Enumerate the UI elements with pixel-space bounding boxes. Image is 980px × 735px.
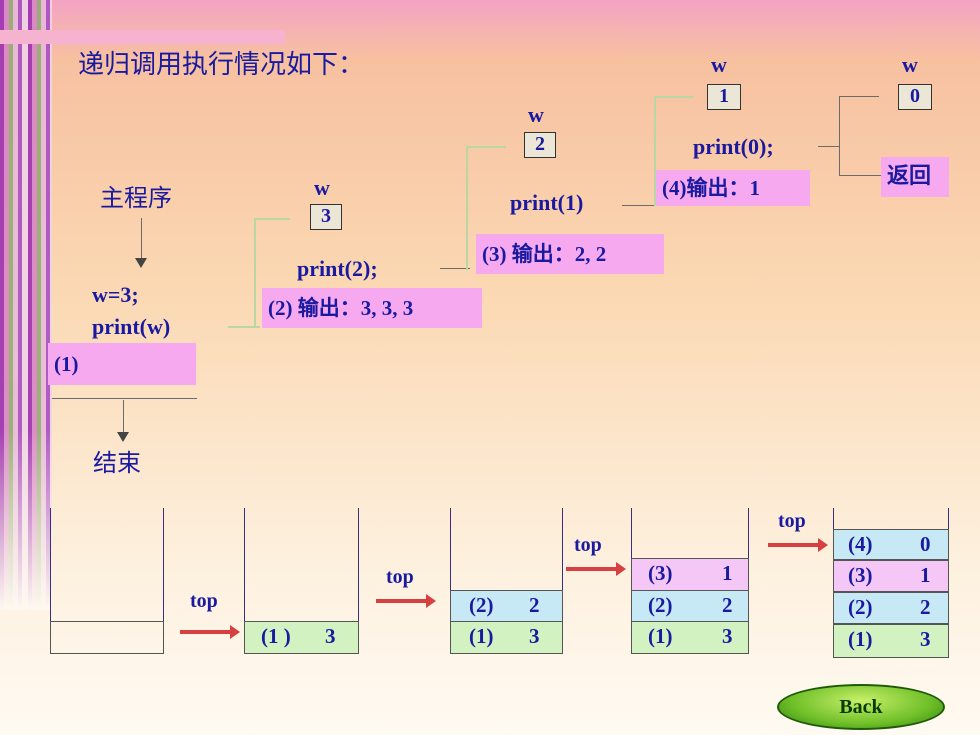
frame1-output: (2) 输出：3, 3, 3 [262,288,482,328]
stack1-top-label: top [190,590,218,612]
frame1-call: print(2); [297,256,378,281]
frame1-var: w [314,175,330,200]
frame2-call: print(1) [510,190,584,215]
connector [254,218,290,220]
code-assign-w: w=3; [92,282,139,307]
flow-line [123,400,124,434]
top-arrow-icon [376,594,436,608]
stack5-cell: (2) 2 [833,592,949,624]
connector [622,205,658,206]
divider-line [52,398,197,399]
connector [654,96,656,206]
connector [839,96,840,176]
back-button[interactable]: Back [777,684,945,730]
frame3-var: w [711,52,727,77]
stack2-cell: (1 ) 3 [244,621,359,654]
flow-line [141,218,142,262]
page-title: 递归调用执行情况如下： [78,50,365,80]
top-arrow-icon [566,562,626,576]
connector [228,326,260,328]
stack3-wall-left [450,508,451,654]
stack1-wall-left [50,508,51,654]
frame4-value: 0 [898,84,932,110]
connector [466,146,506,148]
stack3-cell: (1) 3 [450,621,563,654]
connector [466,146,468,270]
decorative-side-strip [0,0,52,610]
connector [839,175,881,176]
code-print-w: print(w) [92,314,171,339]
stack1-bottom-cell [50,621,164,654]
stack4-cell: (1) 3 [631,621,749,654]
top-arrow-icon [768,538,828,552]
connector [654,96,694,98]
end-label: 结束 [93,449,141,477]
step1-box: (1) [48,343,196,385]
down-arrow-icon [117,432,129,442]
frame2-var: w [528,102,544,127]
stack3-cell: (2) 2 [450,590,563,622]
frame4-var: w [902,52,918,77]
frame3-output: (4)输出：1 [656,170,810,206]
main-program-label: 主程序 [100,184,172,212]
connector [254,218,256,328]
connector [839,96,879,97]
stack2-wall-right [358,508,359,654]
stack2-wall-left [244,508,245,654]
stack5-cell: (3) 1 [833,560,949,592]
frame3-value: 1 [707,84,741,110]
stack4-top-label: top [778,510,806,532]
stack5-cell: (1) 3 [833,624,949,658]
stack4-cell: (3) 1 [631,558,749,591]
stack3-top-label: top [574,534,602,556]
down-arrow-icon [135,258,147,268]
return-label: 返回 [881,157,949,197]
decorative-top-bar [0,30,285,44]
stack5-cell: (4) 0 [833,529,949,560]
frame1-value: 3 [310,204,342,230]
frame2-output: (3) 输出：2, 2 [476,234,664,274]
stack4-cell: (2) 2 [631,590,749,622]
connector [440,268,470,269]
stack2-top-label: top [386,566,414,588]
top-arrow-icon [180,625,240,639]
frame3-call: print(0); [693,134,774,159]
stack3-wall-right [562,508,563,654]
connector [818,146,840,147]
frame2-value: 2 [524,132,556,158]
stack1-wall-right [163,508,164,654]
